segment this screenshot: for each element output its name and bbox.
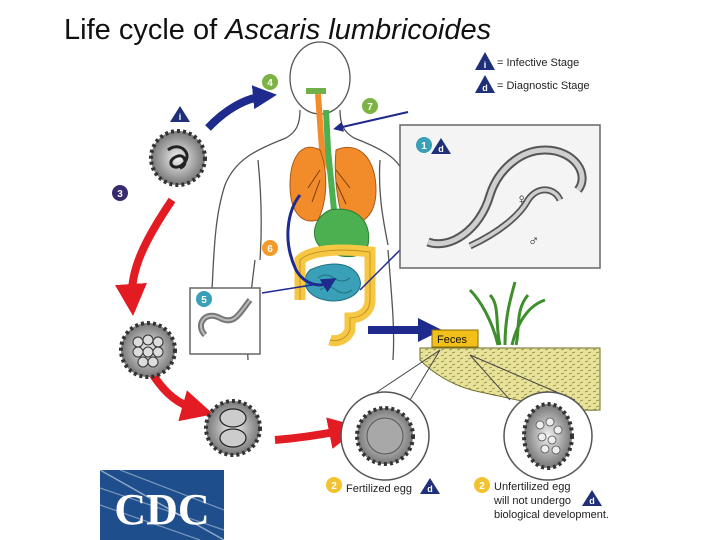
stage-5-marker: 5 [196,291,212,307]
legend-diagnostic: d = Diagnostic Stage [475,75,590,93]
egg-two-cell [204,399,262,457]
stomach [314,208,370,258]
lung-left [289,147,327,222]
svg-text:d: d [482,83,488,93]
svg-text:1: 1 [421,141,427,152]
title-species: Ascaris lumbricoides [225,14,492,46]
stage-3-marker: 3 [112,185,128,201]
organs [289,88,377,347]
svg-text:= Infective Stage: = Infective Stage [497,57,579,69]
svg-text:2: 2 [331,481,337,492]
svg-text:= Diagnostic Stage: = Diagnostic Stage [497,80,590,92]
legend: i = Infective Stage d = Diagnostic Stage [475,52,590,93]
diagnostic-badge-adult: d [431,138,451,154]
diagnostic-badge-unfertilized: d [582,490,602,506]
stage-badges: i d d d [170,106,602,506]
egg-embryonated [119,321,177,379]
magnify-lines [367,349,576,401]
feces-label: Feces [437,334,467,346]
svg-text:i: i [179,112,182,122]
stage-2-marker-unfertilized: 2 [474,477,490,493]
svg-text:d: d [589,496,595,506]
stage-1-marker: 1 [416,137,432,153]
svg-text:i: i [484,60,487,70]
small-intestine [304,263,361,302]
human-body [211,41,406,361]
svg-text:5: 5 [201,295,207,306]
svg-text:d: d [427,484,433,494]
stage-markers: 4 7 1 3 6 5 2 2 [112,74,490,493]
unfertilized-label-3: biological development. [494,509,609,521]
soil-plants: Feces [419,281,601,411]
fertilized-egg-label: Fertilized egg [346,483,412,495]
page-title: Life cycle of Ascaris lumbricoides [64,14,491,47]
blue-arc-arrow [205,85,277,131]
cycle-arrows [114,197,361,449]
unfertilized-egg [503,391,593,481]
stage-4-marker: 4 [262,74,278,90]
unfertilized-label-2: will not undergo [493,495,571,507]
cdc-logo: CDC [99,469,225,540]
cdc-logo-text: CDC [114,485,209,534]
lung-right [334,146,377,224]
svg-text:6: 6 [267,244,273,255]
stage-6-marker: 6 [262,240,278,256]
female-symbol: ♀ [516,191,527,208]
migration-arrows [261,111,442,342]
svg-text:3: 3 [117,189,123,200]
svg-text:4: 4 [267,78,273,89]
title-prefix: Life cycle of [64,14,226,46]
male-symbol: ♂ [528,233,539,250]
legend-infective: i = Infective Stage [475,52,579,70]
adult-worms-panel: ♀ ♂ [399,124,601,269]
egg-infective [149,129,207,187]
stage-7-marker: 7 [362,98,378,114]
svg-text:d: d [438,144,444,154]
fertilized-egg [340,391,430,481]
unfertilized-label-1: Unfertilized egg [494,481,570,493]
stage-2-marker-fertilized: 2 [326,477,342,493]
diagnostic-badge-fertilized: d [420,478,440,494]
svg-text:7: 7 [367,102,373,113]
infective-badge-egg: i [170,106,190,122]
svg-text:2: 2 [479,481,485,492]
